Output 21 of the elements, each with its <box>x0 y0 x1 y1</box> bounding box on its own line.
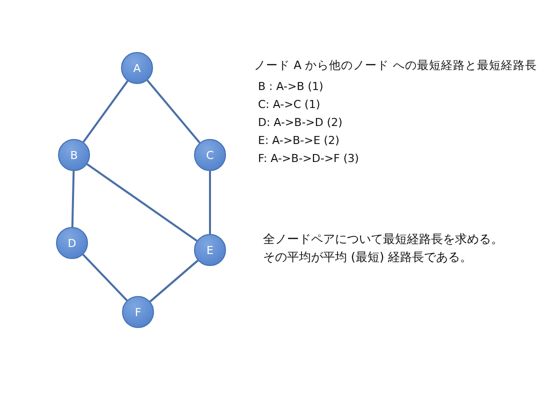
path-entry: F: A->B->D->F (3) <box>258 152 359 165</box>
connector-line <box>71 170 75 228</box>
node-circle: E <box>194 234 226 266</box>
node-circle: B <box>58 139 90 171</box>
connector-line <box>146 80 200 144</box>
path-entry: D: A->B->D (2) <box>258 116 342 129</box>
path-entry: C: A->C (1) <box>258 98 320 111</box>
note-text: 全ノードペアについて最短経路長を求める。 <box>263 231 503 248</box>
connector-line <box>209 171 211 234</box>
connector-line <box>82 254 128 302</box>
node-circle: D <box>56 227 88 259</box>
node-circle: A <box>121 52 153 84</box>
connector-line <box>86 163 198 242</box>
connector-line <box>82 80 128 143</box>
node-circle: C <box>194 139 226 171</box>
heading-text: ノード A から他のノード への最短経路と最短経路長 <box>254 58 537 73</box>
note-text: その平均が平均 (最短) 経路長である。 <box>263 249 472 266</box>
path-entry: E: A->B->E (2) <box>258 134 340 147</box>
path-entry: B : A->B (1) <box>258 80 324 93</box>
connector-line <box>149 260 199 302</box>
node-circle: F <box>122 296 154 328</box>
